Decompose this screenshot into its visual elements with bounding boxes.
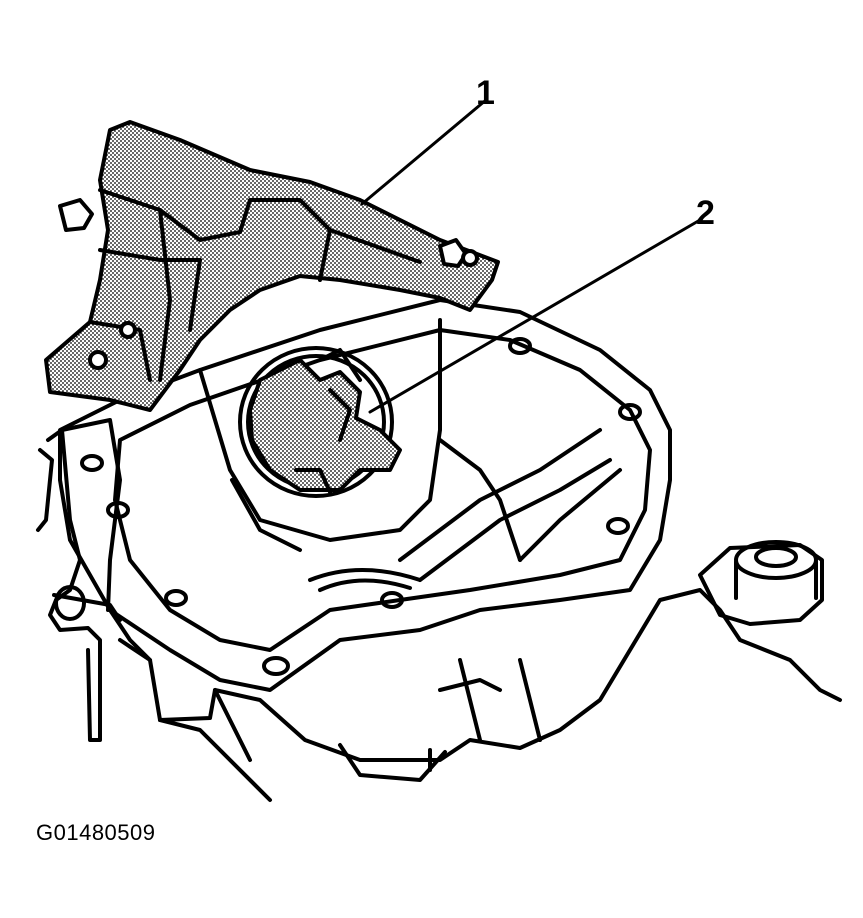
flange-bolt-holes <box>80 337 642 676</box>
holding-tool-bracket <box>44 120 500 412</box>
support-stand <box>36 418 122 742</box>
leader-line-2 <box>368 218 702 414</box>
housing-interior <box>198 318 622 592</box>
differential-housing <box>108 588 842 802</box>
leader-line-1 <box>360 98 488 206</box>
pinion-yoke <box>248 348 402 494</box>
callout-2: 2 <box>696 194 715 232</box>
housing-flange <box>58 298 672 692</box>
mount-bushing <box>698 540 824 626</box>
figure-code: G01480509 <box>36 820 156 845</box>
callout-1: 1 <box>476 74 495 112</box>
